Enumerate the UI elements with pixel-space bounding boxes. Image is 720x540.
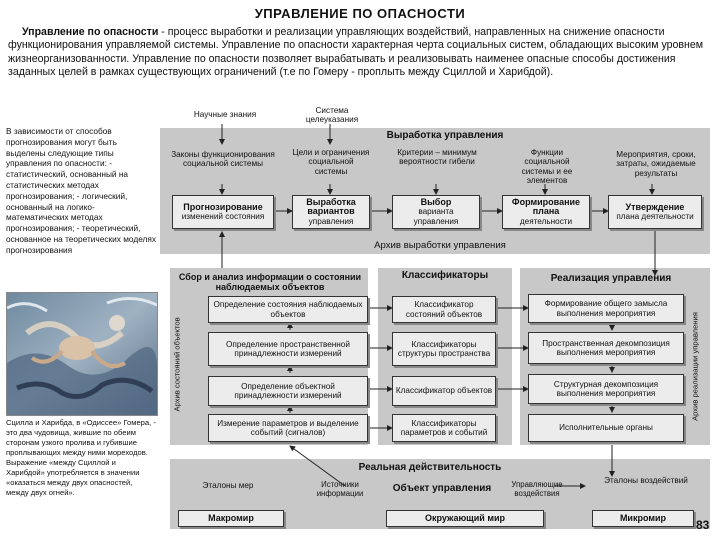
realization-item-3: Структурная декомпозиция выполнения меро…: [528, 374, 684, 404]
environment-box: Окружающий мир: [386, 510, 544, 527]
choice-box: Выбор варианта управления: [392, 195, 480, 229]
forecast-box: Прогнозирование изменений состояния: [172, 195, 274, 229]
plan-sub: деятельности: [519, 216, 573, 226]
approve-sub: плана деятельности: [616, 212, 694, 221]
realization-item-4: Исполнительные органы: [528, 414, 684, 442]
intro-term: Управление по опасности: [22, 26, 159, 38]
painting-image: [7, 293, 157, 415]
classifier-item-4: Классификаторы параметров и событий: [392, 414, 496, 442]
microworld-box: Микромир: [592, 510, 694, 527]
intro-text: - процесс выработки и реализации управля…: [8, 26, 704, 78]
collection-item-1: Определение состояния наблюдаемых объект…: [208, 296, 368, 323]
control-actions-label: Управляющие воздействия: [511, 480, 563, 499]
environment-label: Окружающий мир: [424, 512, 506, 523]
macroworld-box: Макромир: [178, 510, 284, 527]
page-number: 83: [696, 518, 710, 532]
approve-box: Утверждение плана деятельности: [608, 195, 702, 229]
painting-caption: Сцилла и Харибда, в «Одиссее» Гомера, - …: [6, 418, 156, 497]
collection-item-4: Измерение параметров и выделение событий…: [208, 414, 368, 442]
realization-item-2: Пространственная декомпозиция выполнения…: [528, 332, 684, 364]
variants-sub: управления: [308, 216, 354, 226]
macroworld-label: Макромир: [208, 512, 254, 523]
classifier-item-3: Классификатор объектов: [392, 376, 496, 406]
scylla-charybdis-painting: [6, 292, 158, 416]
criteria-label: Критерии – минимум вероятности гибели: [397, 148, 477, 167]
plan-box: Формирование плана деятельности: [502, 195, 590, 229]
classifier-item-1: Классификатор состояний объектов: [392, 296, 496, 323]
reality-header: Реальная действительность: [358, 462, 502, 473]
collection-header: Сбор и анализ информации о состоянии наб…: [178, 272, 362, 292]
science-label: Научные знания: [193, 110, 257, 119]
info-sources-label: Источники информации: [316, 480, 364, 499]
classifier-item-2: Классификаторы структуры пространства: [392, 332, 496, 366]
plan-title: Формирование плана: [511, 197, 581, 217]
collection-item-3: Определение объектной принадлежности изм…: [208, 376, 368, 406]
control-object-label: Объект управления: [392, 483, 492, 494]
forecast-types-text: В зависимости от способов прогнозировани…: [6, 126, 157, 255]
choice-title: Выбор: [420, 197, 452, 208]
realization-header: Реализация управления: [550, 273, 672, 284]
forecast-title: Прогнозирование: [183, 201, 263, 212]
choice-sub: варианта управления: [413, 207, 459, 226]
development-archive-label: Архив выработки управления: [374, 240, 506, 251]
collection-item-2: Определение пространственной принадлежно…: [208, 332, 368, 366]
variants-box: Выработка вариантов управления: [292, 195, 370, 229]
development-header: Выработка управления: [386, 130, 504, 141]
etalons-measures-label: Эталоны мер: [202, 481, 254, 490]
variants-title: Выработка вариантов: [306, 197, 356, 217]
classifiers-header: Классификаторы: [401, 270, 489, 281]
collection-archive-label: Архив состояний объектов: [172, 317, 182, 412]
etalons-actions-label: Эталоны воздействий: [604, 476, 688, 485]
functions-label: Функции социальной системы и ее элементо…: [521, 148, 573, 186]
intro-paragraph: Управление по опасности - процесс вырабо…: [8, 26, 713, 79]
approve-title: Утверждение: [625, 201, 685, 212]
realization-archive-label: Архив реализации управления: [690, 312, 700, 421]
realization-item-1: Формирование общего замысла выполнения м…: [528, 294, 684, 323]
forecast-sub: изменений состояния: [181, 212, 265, 221]
laws-label: Законы функционирования социальной систе…: [171, 150, 275, 169]
microworld-label: Микромир: [619, 512, 667, 523]
measures-label: Мероприятия, сроки, затраты, ожидаемые р…: [616, 150, 696, 178]
page-title: УПРАВЛЕНИЕ ПО ОПАСНОСТИ: [254, 6, 466, 21]
goals-system-label: Система целеуказания: [305, 106, 359, 125]
goals-label: Цели и ограничения социальной системы: [292, 148, 370, 176]
